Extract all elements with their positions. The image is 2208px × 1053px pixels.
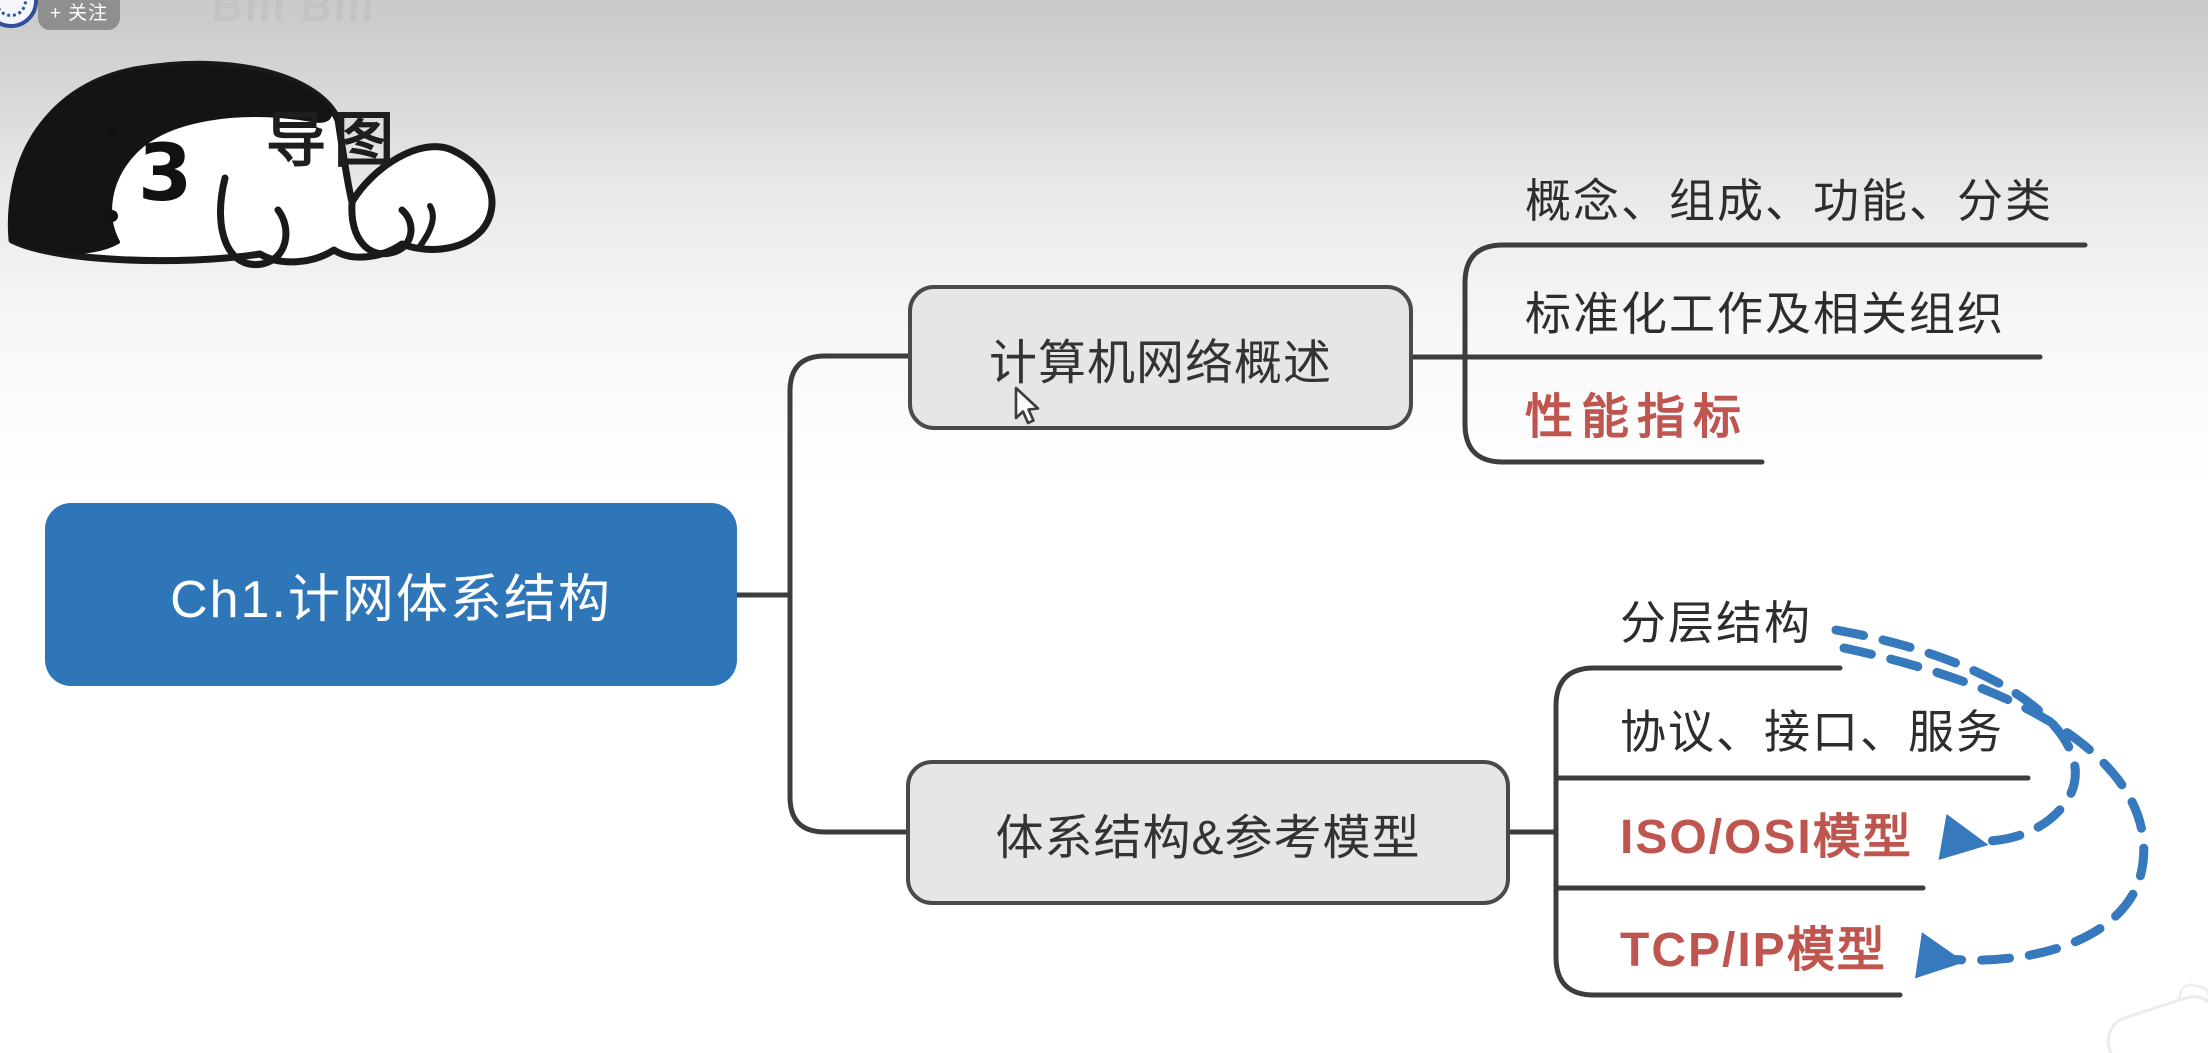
branch-node-architecture-models: 体系结构&参考模型 [906,760,1510,905]
root-node: Ch1.计网体系结构 [45,503,737,686]
follow-button[interactable]: + 关注 [38,0,120,30]
underline-leaf-2a [1553,665,1843,835]
leaf-tcp-ip-model: TCP/IP模型 [1620,924,1887,977]
avatar-logo-ring [0,0,27,17]
mouth-3: 3 [138,129,192,219]
connector-root-to-branch1 [787,353,911,598]
connector-root-to-branch2 [787,592,909,835]
leaf-performance-metrics: 性能指标 [1525,391,1750,444]
underline-leaf-1c [1462,354,1765,465]
leaf-standardization-organizations: 标准化工作及相关组织 [1525,288,2005,340]
mouse-cursor [1014,386,1040,425]
underline-leaf-2d [1553,829,1903,998]
arm-right [348,200,415,258]
sticker-title: 导图 [266,107,402,174]
leaf-concept-composition-function-category: 概念、组成、功能、分类 [1525,175,2053,227]
branch-node-label: 体系结构&参考模型 [995,811,1421,865]
uploader-avatar[interactable] [0,0,38,28]
arm-left [217,174,290,269]
leaf-layered-structure: 分层结构 [1620,597,1812,649]
dashed-arrow-to-iso-osi [1831,625,2080,861]
hair [8,64,333,255]
uploader-chip-bar: + 关注 Bili Bili [0,0,700,34]
eye-right [106,210,118,222]
bilibili-watermark: Bili Bili [210,0,378,31]
leaf-protocol-interface-service: 协议、接口、服务 [1620,706,2004,758]
dashed-arrow-to-tcp-ip [1839,643,2149,979]
eye-left [106,126,118,138]
underline-leaf-1a [1462,242,2088,360]
root-node-label: Ch1.计网体系结构 [170,571,612,629]
leg-fold-line [417,203,436,249]
follow-button-label: + 关注 [49,3,109,24]
leaf-iso-osi-model: ISO/OSI模型 [1620,811,1913,864]
lying-person-illustration: 3 [7,60,496,269]
branch-node-label: 计算机网络概述 [988,336,1332,390]
branch-node-network-overview: 计算机网络概述 [908,285,1413,430]
